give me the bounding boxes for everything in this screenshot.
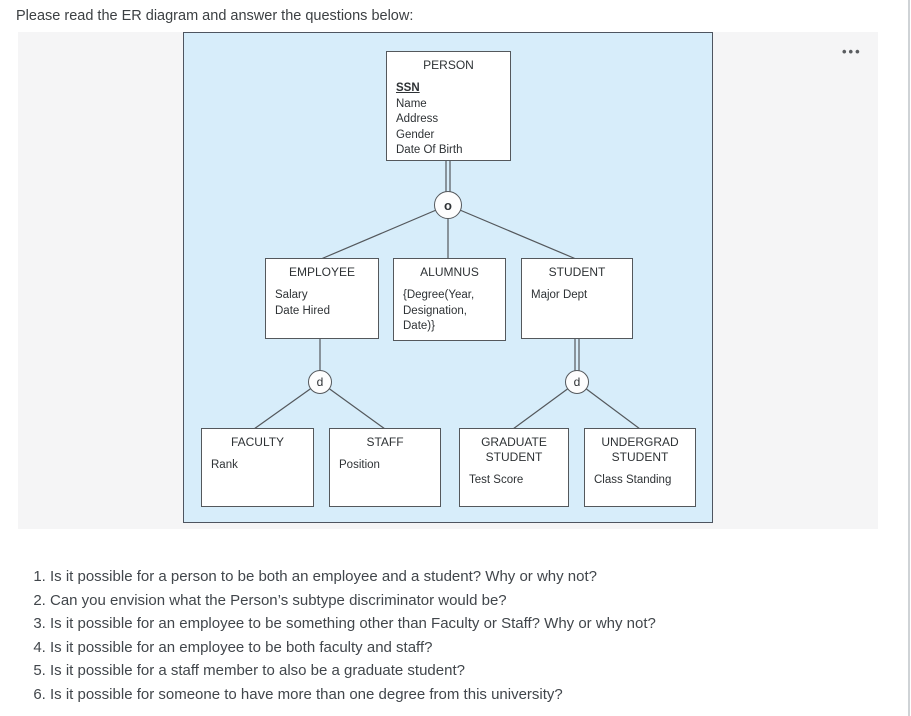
disjoint-subtype-circle: d (308, 370, 332, 394)
attribute: Class Standing (594, 474, 672, 486)
entity-person: PERSON SSN Name Address Gender Date Of B… (386, 51, 511, 161)
ellipsis-icon: ••• (842, 44, 862, 59)
attribute: {Degree(Year, Designation, Date)} (403, 289, 475, 332)
question-item: Can you envision what the Person’s subty… (50, 589, 878, 613)
entity-title: GRADUATE STUDENT (481, 435, 547, 464)
entity-staff: STAFF Position (329, 428, 441, 507)
entity-attributes: {Degree(Year, Designation, Date)} (394, 280, 505, 335)
attribute: Gender (396, 128, 435, 141)
question-item: Is it possible for a person to be both a… (50, 565, 878, 589)
entity-attributes: SSN Name Address Gender Date Of Birth (387, 73, 510, 159)
entity-student: STUDENT Major Dept (521, 258, 633, 339)
attribute: SSN (396, 82, 420, 94)
entity-title: STAFF (366, 435, 404, 449)
entity-attributes: Class Standing (585, 465, 695, 489)
attribute: Major Dept (531, 289, 588, 301)
entity-attributes: Salary Date Hired (266, 280, 378, 319)
entity-title: PERSON (423, 58, 474, 72)
entity-alumnus: ALUMNUS {Degree(Year, Designation, Date)… (393, 258, 506, 341)
entity-title: ALUMNUS (420, 265, 479, 279)
entity-title: FACULTY (230, 435, 285, 449)
right-divider (908, 0, 910, 716)
attribute: Position (339, 459, 380, 471)
attribute: Salary (275, 289, 308, 301)
entity-undergrad-student: UNDERGRAD STUDENT Class Standing (584, 428, 696, 507)
entity-title: UNDERGRAD STUDENT (601, 435, 679, 464)
question-item: Is it possible for someone to have more … (50, 683, 878, 707)
attribute: Date Hired (275, 304, 330, 317)
entity-employee: EMPLOYEE Salary Date Hired (265, 258, 379, 339)
disjoint-subtype-circle: d (565, 370, 589, 394)
attribute: Rank (211, 459, 238, 471)
more-options-button[interactable]: ••• (838, 40, 866, 63)
entity-graduate-student: GRADUATE STUDENT Test Score (459, 428, 569, 507)
overlap-subtype-circle: o (434, 191, 462, 219)
entity-attributes: Test Score (460, 465, 568, 489)
er-diagram: PERSON SSN Name Address Gender Date Of B… (183, 32, 713, 523)
attribute: Name (396, 97, 427, 110)
attribute: Address (396, 113, 439, 125)
attribute: Date Of Birth (396, 144, 463, 156)
entity-attributes: Position (330, 450, 440, 474)
content-panel: ••• (18, 32, 878, 529)
entity-title: EMPLOYEE (288, 265, 356, 279)
question-item: Is it possible for an employee to be bot… (50, 636, 878, 660)
attribute: Test Score (469, 474, 524, 486)
entity-attributes: Rank (202, 450, 313, 474)
page-title: Please read the ER diagram and answer th… (16, 8, 414, 24)
entity-title: STUDENT (548, 265, 606, 279)
question-item: Is it possible for a staff member to als… (50, 659, 878, 683)
entity-attributes: Major Dept (522, 280, 632, 304)
questions-list: Is it possible for a person to be both a… (18, 565, 878, 706)
entity-faculty: FACULTY Rank (201, 428, 314, 507)
question-item: Is it possible for an employee to be som… (50, 612, 878, 636)
